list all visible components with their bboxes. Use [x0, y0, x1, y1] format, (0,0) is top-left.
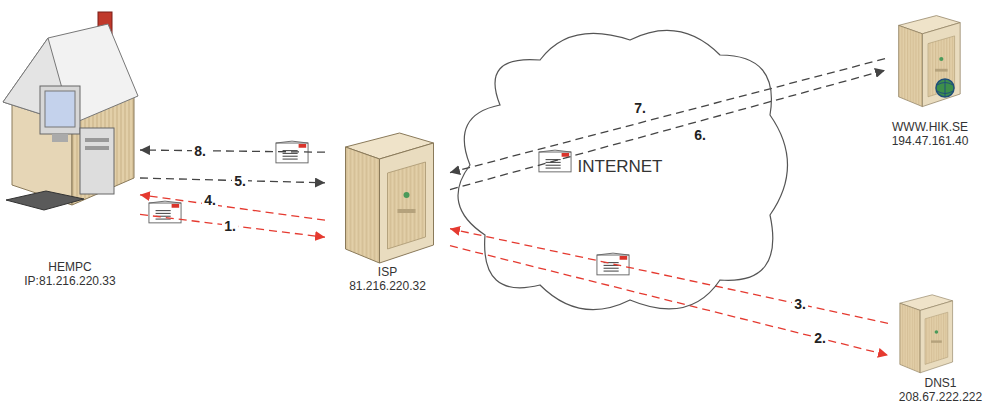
- computer-node: HEMPCIP:81.216.220.33: [0, 10, 140, 290]
- envelope-icon: [149, 201, 181, 223]
- dns-server-icon: [900, 295, 953, 373]
- message-arrow: [140, 195, 325, 220]
- isp-server-node: ISP81.216.220.32: [325, 125, 450, 295]
- envelope-icon: [597, 253, 629, 275]
- step-number: 6.: [692, 127, 708, 143]
- node-label: HEMPC: [48, 260, 91, 274]
- dns-server-node: DNS1208.67.222.222: [888, 288, 993, 406]
- message-arrow: [450, 246, 888, 356]
- node-label: 81.216.220.32: [349, 279, 426, 293]
- globe-icon: [936, 79, 954, 97]
- message-arrow: [450, 59, 885, 173]
- web-server-icon: [899, 16, 961, 107]
- web-server-node: WWW.HIK.SE194.47.161.40: [885, 5, 975, 150]
- message-arrow: [450, 70, 885, 189]
- node-label: ISP: [378, 265, 397, 279]
- step-number: 3.: [792, 296, 808, 312]
- node-label: IP:81.216.220.33: [24, 274, 115, 288]
- node-label: 194.47.161.40: [892, 134, 969, 148]
- step-number: 7.: [632, 100, 648, 116]
- message-arrow: [140, 214, 325, 237]
- step-number: 2.: [812, 330, 828, 346]
- message-arrow: [140, 150, 325, 152]
- step-number: 4.: [202, 192, 218, 208]
- node-label: 208.67.222.222: [899, 390, 982, 404]
- isp-server-icon: [346, 133, 434, 263]
- step-number: 1.: [222, 218, 238, 234]
- house-icon: [3, 12, 138, 210]
- node-label: WWW.HIK.SE: [892, 120, 968, 134]
- step-number: 8.: [192, 143, 208, 159]
- step-number: 5.: [232, 173, 248, 189]
- cloud-label: INTERNET: [578, 157, 663, 177]
- internet-cloud: INTERNET: [440, 15, 800, 320]
- node-label: DNS1: [924, 376, 956, 390]
